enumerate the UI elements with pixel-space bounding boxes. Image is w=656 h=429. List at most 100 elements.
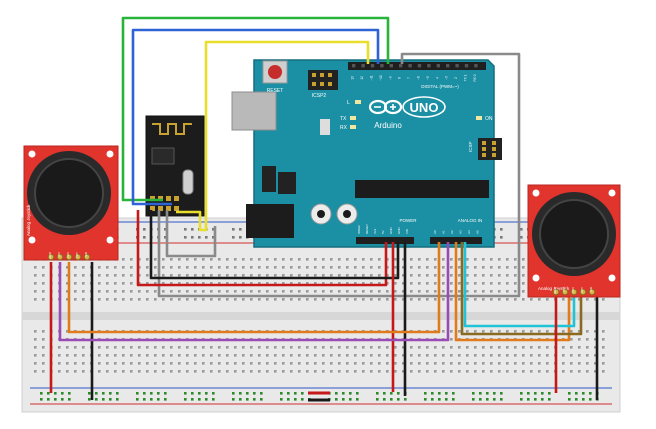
uno-label: UNO bbox=[410, 100, 439, 115]
power-pin-label: 3V3 bbox=[373, 228, 377, 234]
mount-hole bbox=[532, 274, 540, 282]
mount-hole bbox=[28, 150, 36, 158]
joystick-pin-5v bbox=[561, 288, 569, 296]
microcontroller-chip bbox=[355, 180, 489, 198]
digital-pin-label: ~6 bbox=[417, 76, 421, 80]
center-channel bbox=[22, 312, 620, 320]
power-label: POWER bbox=[399, 218, 417, 223]
analog-pin-label: A5 bbox=[476, 230, 480, 234]
mount-hole bbox=[106, 236, 114, 244]
power-pin-label: GND bbox=[389, 227, 393, 235]
digital-pin-header bbox=[348, 62, 486, 70]
wire-right-joy-cyan bbox=[463, 242, 576, 328]
mount-hole bbox=[28, 236, 36, 244]
digital-pin-4 bbox=[436, 64, 440, 68]
analog-pin-label: A4 bbox=[467, 230, 471, 234]
analog-label: ANALOG IN bbox=[458, 218, 483, 223]
joystick-pin-label: VRY bbox=[75, 252, 79, 258]
digital-pin-label: TX 1 bbox=[464, 74, 468, 81]
icsp2-label: ICSP2 bbox=[312, 93, 327, 99]
wire-right-joy-orange bbox=[454, 242, 571, 342]
digital-pin-label: 12 bbox=[360, 76, 364, 80]
mount-hole bbox=[106, 150, 114, 158]
analog-pin-label: A2 bbox=[450, 230, 454, 234]
tx-label: TX bbox=[340, 116, 347, 122]
analog-pin-labels: A0 A1 A2 A3 A4 A5 bbox=[433, 230, 480, 234]
wire-left-joy-purple bbox=[58, 242, 450, 342]
digital-pin-8 bbox=[399, 64, 403, 68]
wire-gray-short bbox=[165, 210, 217, 258]
analog-pin-label: A0 bbox=[433, 230, 437, 234]
digital-pin-7 bbox=[408, 64, 412, 68]
power-pin-header bbox=[356, 237, 414, 244]
analog-pin-label: A1 bbox=[442, 230, 446, 234]
voltage-regulator bbox=[262, 166, 276, 192]
joystick-knob[interactable] bbox=[34, 158, 104, 228]
power-pin-label: GND bbox=[397, 227, 401, 235]
digital-pin-label: 8 bbox=[398, 77, 402, 79]
digital-pin-label: 4 bbox=[435, 77, 439, 79]
digital-pin-label: 2 bbox=[454, 77, 458, 79]
usb-connector bbox=[231, 91, 277, 131]
power-pin-label: IOREF bbox=[357, 225, 361, 234]
digital-pin-label: ~3 bbox=[445, 76, 449, 80]
on-label: ON bbox=[485, 116, 493, 122]
reset-button-cap[interactable] bbox=[268, 65, 282, 79]
joystick-right-label: Analog Joystick bbox=[538, 286, 570, 291]
digital-pin-10 bbox=[380, 64, 384, 68]
joystick-pin-label: SW bbox=[84, 252, 88, 257]
joystick-pin-label: GND bbox=[48, 251, 52, 259]
digital-pin-label: ~11 bbox=[370, 75, 374, 80]
power-pin-label: VIN bbox=[405, 229, 409, 234]
crystal bbox=[182, 169, 194, 195]
joystick-pin-5v bbox=[56, 253, 64, 261]
digital-pin-2 bbox=[455, 64, 459, 68]
digital-pin-TX1 bbox=[464, 64, 469, 68]
arduino-logo: UNO Arduino bbox=[368, 96, 446, 130]
icsp-header bbox=[478, 138, 502, 160]
pcb-antenna bbox=[152, 123, 192, 135]
joystick-left-label: Analog Joystick bbox=[26, 204, 31, 236]
wire-green bbox=[121, 16, 390, 202]
joystick-pin-vry bbox=[74, 253, 82, 261]
joystick-pin-label: SW bbox=[589, 287, 593, 292]
digital-pin-label: 13 bbox=[351, 76, 355, 80]
joystick-pin-sw bbox=[83, 253, 91, 261]
joystick-pin-vry bbox=[579, 288, 587, 296]
digital-header-label: DIGITAL (PWM=~) bbox=[421, 84, 459, 89]
joystick-pin-vrx bbox=[570, 288, 578, 296]
analog-pin-header bbox=[430, 237, 482, 244]
power-pin-label: 5V bbox=[381, 230, 385, 234]
digital-pin-9 bbox=[389, 64, 393, 68]
digital-pin-RX0 bbox=[474, 64, 478, 68]
mount-hole bbox=[608, 189, 616, 197]
wire-red-3v3 bbox=[136, 210, 388, 287]
wire-left-joy-orange bbox=[67, 242, 441, 334]
reset-label: RESET bbox=[267, 88, 284, 94]
digital-pin-label: ~10 bbox=[379, 75, 383, 81]
rx-led bbox=[350, 125, 356, 129]
joystick-pin-gnd bbox=[47, 253, 55, 261]
digital-pin-label: 7 bbox=[407, 77, 411, 79]
analog-pin-label: A3 bbox=[459, 230, 463, 234]
wire-blue bbox=[131, 28, 380, 206]
joystick-pin-vrx bbox=[65, 253, 73, 261]
wire-black-gnd-nrf bbox=[149, 210, 400, 280]
joystick-knob[interactable] bbox=[539, 199, 609, 269]
arduino-brand-label: Arduino bbox=[374, 121, 402, 130]
joystick-pin-label: VRY bbox=[580, 287, 584, 293]
wire-right-joy-brown bbox=[460, 242, 583, 336]
joystick-pin-label: GND bbox=[553, 286, 557, 294]
mount-hole bbox=[532, 189, 540, 197]
rx-label: RX bbox=[340, 125, 348, 131]
wire-gray-main bbox=[157, 52, 521, 298]
joystick-pin-gnd bbox=[552, 288, 560, 296]
digital-pin-label: ~5 bbox=[426, 76, 430, 80]
